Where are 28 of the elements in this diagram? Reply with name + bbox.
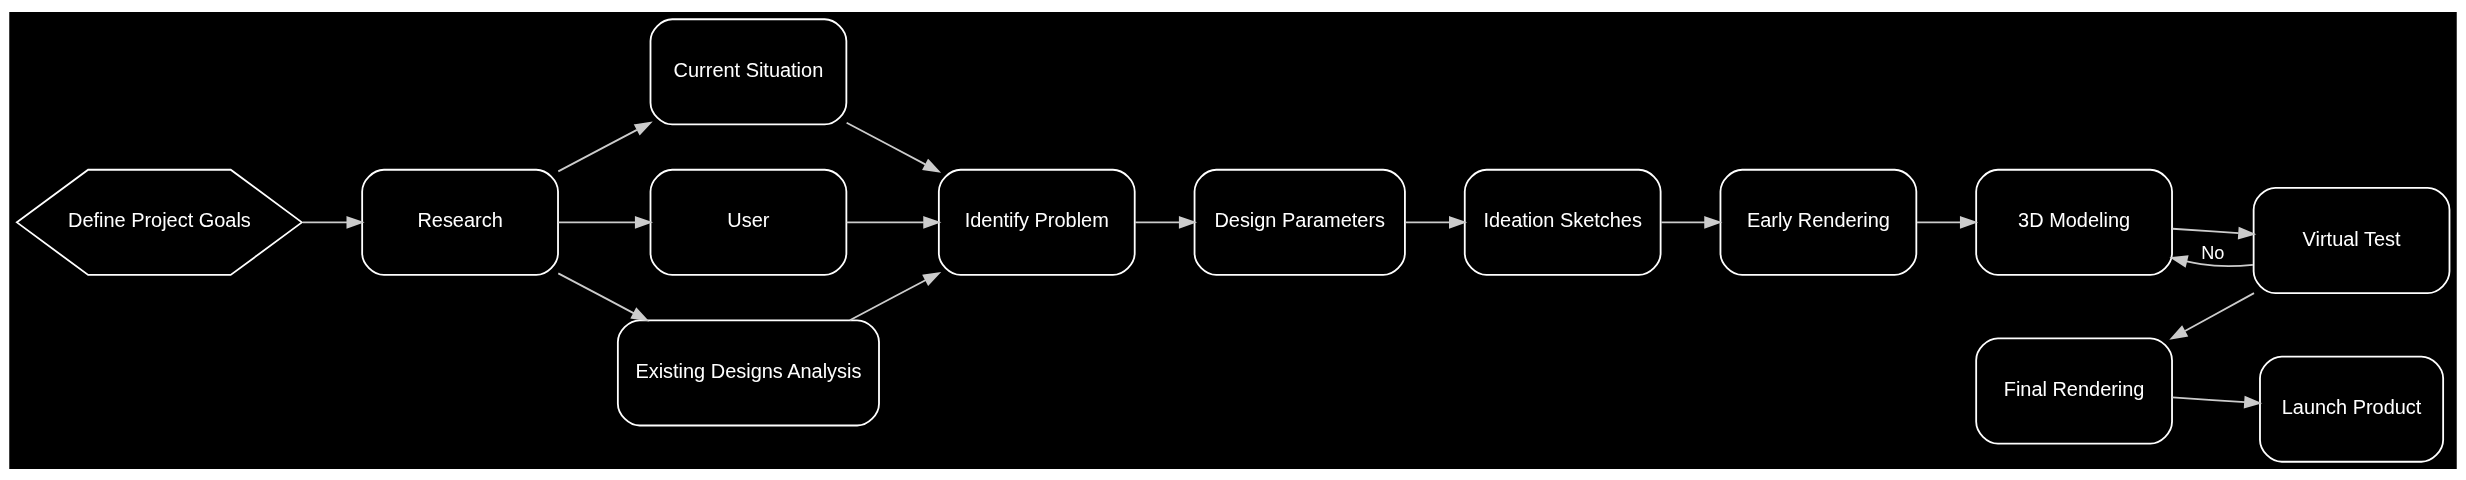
arrow [557, 120, 653, 172]
node-box: Current Situation [649, 17, 848, 125]
node-box: Ideation Sketches [1463, 168, 1662, 276]
node-box: User [649, 168, 848, 276]
node-box: Virtual Test [2252, 186, 2451, 294]
node-box: Launch Product [2259, 355, 2445, 463]
node-box: Early Rendering [1719, 168, 1918, 276]
arrow [1660, 215, 1723, 229]
node-box: Research [361, 168, 559, 276]
arrow [848, 271, 942, 321]
arrow [2171, 226, 2257, 239]
arrow [845, 215, 942, 229]
edge-label: No [2201, 242, 2225, 263]
arrow [1916, 215, 1979, 229]
arrow [557, 215, 654, 229]
arrow [845, 121, 942, 173]
arrow [1134, 215, 1198, 229]
arrow [2169, 291, 2255, 340]
node-box: Existing Designs Analysis [616, 318, 880, 426]
arrow [2169, 254, 2254, 268]
arrow [2171, 395, 2263, 408]
arrow [1404, 215, 1468, 229]
arrow [301, 215, 365, 229]
node-box: 3D Modeling [1975, 168, 2173, 276]
arrow [557, 271, 650, 321]
node-box: Identify Problem [937, 168, 1136, 276]
node-box: Design Parameters [1193, 168, 1406, 276]
node-box: Final Rendering [1975, 337, 2173, 444]
